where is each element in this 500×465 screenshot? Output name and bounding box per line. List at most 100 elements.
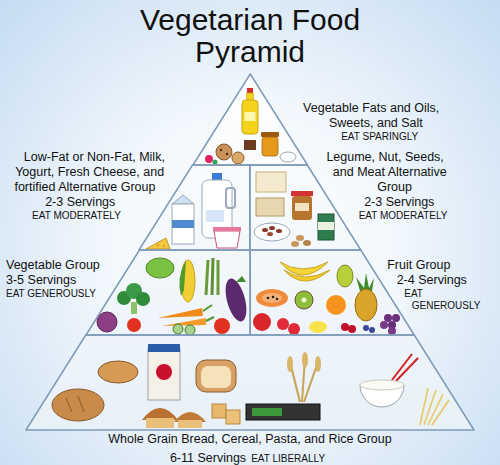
candies-part: [213, 160, 218, 165]
carrots-part: [162, 318, 206, 326]
band-border: [86, 250, 250, 335]
apple: [253, 313, 271, 331]
crackers-part: [212, 404, 226, 418]
cheese-part: [156, 243, 159, 246]
asparagus: [206, 258, 218, 295]
cheese-part: [146, 238, 170, 249]
sliced-bread: [196, 360, 236, 392]
tempeh: [256, 198, 284, 216]
milk-carton: [172, 195, 194, 244]
cheese-part: [163, 245, 165, 247]
serving-count: 3-5 Servings: [6, 273, 156, 288]
blueberries-part: [369, 327, 375, 333]
food-group-band: Vegetable Fats and Oils, Sweets, and Sal…: [193, 74, 308, 165]
honey-jar-part: [261, 132, 279, 137]
tempeh-part: [256, 198, 284, 216]
blueberries: [363, 325, 375, 333]
honey-jar: [261, 132, 279, 156]
peanut-butter: [291, 191, 313, 220]
eat-advice: EAT SPARINGLY: [250, 131, 458, 143]
cucumber: [173, 324, 195, 335]
carrots-part: [203, 305, 212, 311]
orange-part: [326, 295, 346, 315]
oil-bottle: [242, 88, 258, 134]
candies-part: [205, 155, 213, 163]
bread-loaf-part: [66, 398, 72, 412]
bread-loaf-part: [78, 396, 84, 412]
wheat-part: [315, 356, 321, 372]
pasta-box: [246, 404, 320, 420]
apple-part: [253, 313, 271, 331]
sliced-bread-part: [201, 366, 231, 388]
tomatoes: [127, 318, 230, 334]
eat-advice: EAT MODERATELY: [250, 210, 455, 222]
grapes-part: [384, 314, 392, 322]
strawberries-part: [277, 318, 289, 330]
muffins-part: [178, 420, 202, 428]
oat-canister-part: [148, 344, 180, 352]
asparagus-part: [212, 258, 213, 295]
milk-carton-part: [172, 220, 194, 228]
cookies-part: [220, 149, 222, 151]
papaya-part: [276, 298, 279, 301]
band-outline: [26, 335, 474, 430]
carrots-part: [158, 308, 203, 318]
eat-advice: EAT MODERATELY: [4, 210, 204, 222]
food-group-band: Fruit Group2-4 ServingsEAT GENEROUSLY: [250, 250, 414, 335]
red-cabbage-part: [97, 312, 117, 332]
oil-bottle-part: [242, 100, 258, 134]
serving-count: 6-11 Servings: [170, 451, 246, 465]
asparagus-part: [206, 260, 208, 295]
grapes-part: [388, 327, 396, 335]
oat-canister-part: [156, 364, 172, 380]
group-name: Fruit Group: [250, 258, 494, 273]
eat-advice: EAT LIBERALLY: [251, 453, 325, 464]
broccoli-part: [136, 292, 150, 306]
pyramid-ground: [26, 74, 474, 430]
sugar-bowl: [280, 152, 296, 162]
cookies-part: [232, 152, 244, 164]
milk-carton-part: [172, 195, 194, 204]
wheat-part: [302, 352, 308, 368]
grapes: [380, 314, 400, 335]
pear-part: [337, 265, 353, 287]
band-outline: [86, 250, 250, 335]
asparagus-part: [217, 260, 220, 295]
label-block: Fruit Group2-4 ServingsEAT GENEROUSLY: [250, 258, 494, 336]
band-border: [26, 335, 474, 430]
muffins: [142, 408, 206, 428]
eggplant: [222, 276, 251, 324]
eggplant-part: [236, 276, 246, 282]
sliced-bread-part: [196, 360, 236, 392]
oil-bottle-part: [245, 112, 256, 121]
cookies-part: [226, 153, 228, 155]
group-name: Vegetable Group: [6, 258, 156, 273]
grapes-part: [380, 321, 388, 329]
tomatoes-part: [127, 318, 141, 332]
tin-can-part: [318, 214, 334, 240]
papaya: [256, 289, 288, 307]
serving-count: 2-3 Servings: [250, 195, 455, 210]
group-name: Whole Grain Bread, Cereal, Pasta, and Ri…: [10, 432, 490, 447]
group-name: Vegetable Fats and Oils, Sweets, and Sal…: [250, 101, 458, 131]
peanut-butter-part: [291, 191, 313, 196]
wheat-part: [287, 356, 293, 372]
rice-bowl-part: [360, 380, 404, 390]
pineapple: [355, 273, 377, 321]
tofu: [256, 172, 286, 192]
label-block: Whole Grain Bread, Cereal, Pasta, and Ri…: [10, 432, 490, 465]
bananas: [280, 262, 330, 281]
strawberries-part: [288, 323, 300, 335]
pineapple-part: [356, 273, 374, 291]
muffins-part: [146, 418, 174, 428]
serving-count: 2-3 Servings: [4, 195, 204, 210]
kiwi-part: [295, 291, 313, 309]
papaya-part: [262, 293, 282, 303]
tomatoes-part: [214, 318, 230, 334]
pasta-box-part: [246, 404, 320, 420]
peanut-butter-part: [295, 203, 309, 211]
milk-jug-part: [212, 173, 222, 180]
pear: [337, 265, 353, 287]
broccoli: [117, 283, 150, 314]
